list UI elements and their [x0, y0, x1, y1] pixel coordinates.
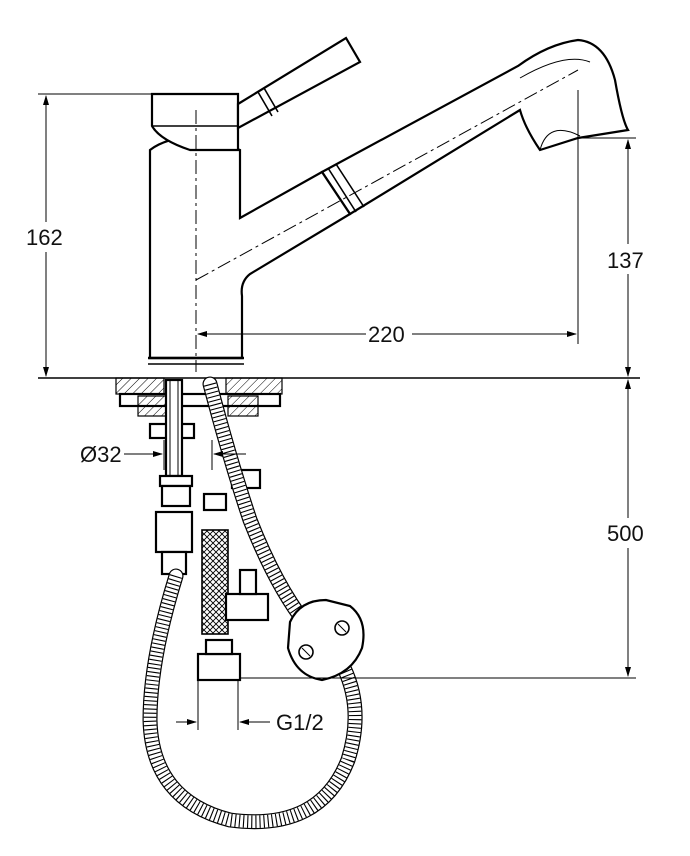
spout-arm	[148, 133, 352, 360]
spout-head-inner	[519, 58, 591, 79]
spout-ring-line-2	[335, 163, 365, 208]
dim-label-500: 500	[607, 521, 644, 546]
supply-hoses	[154, 468, 270, 682]
angle-valve-nut	[224, 592, 270, 622]
mount-seal-left	[137, 395, 169, 417]
connector-nut-g12	[196, 652, 242, 682]
hose-weight	[286, 598, 365, 682]
spout-head-tip	[539, 129, 581, 151]
dim-label-220: 220	[368, 322, 405, 347]
weight-screw-1	[298, 644, 314, 660]
weight-screw-2	[334, 620, 350, 636]
lever-handle	[236, 36, 362, 130]
dim-label-diameter-32: Ø32	[80, 442, 122, 467]
countertop-mount	[38, 377, 640, 478]
pullout-hose	[142, 376, 365, 830]
fitting-right-top	[202, 492, 228, 512]
dimension-lines: 162 137 220 500 Ø32 G1/2	[22, 90, 652, 735]
countertop-section-left	[115, 377, 165, 395]
countertop-section-right	[225, 377, 283, 395]
spout-ring-line	[327, 167, 357, 213]
dim-label-g12: G1/2	[276, 710, 324, 735]
spout-centerline	[195, 69, 579, 281]
mount-stud	[164, 378, 184, 478]
fitting-hex-left	[154, 510, 194, 554]
lever-joint	[257, 91, 273, 117]
angle-valve-stem	[238, 568, 258, 596]
fitting-nut	[160, 484, 192, 508]
mount-seal-right	[227, 395, 259, 417]
lever-joint-2	[263, 87, 279, 113]
faucet-body	[148, 36, 630, 372]
dim-label-162: 162	[26, 225, 63, 250]
fitting-ring	[158, 474, 194, 488]
faucet-cap	[150, 92, 240, 152]
braided-hose	[201, 529, 229, 635]
connector-sleeve	[204, 638, 234, 656]
dim-label-137: 137	[607, 248, 644, 273]
